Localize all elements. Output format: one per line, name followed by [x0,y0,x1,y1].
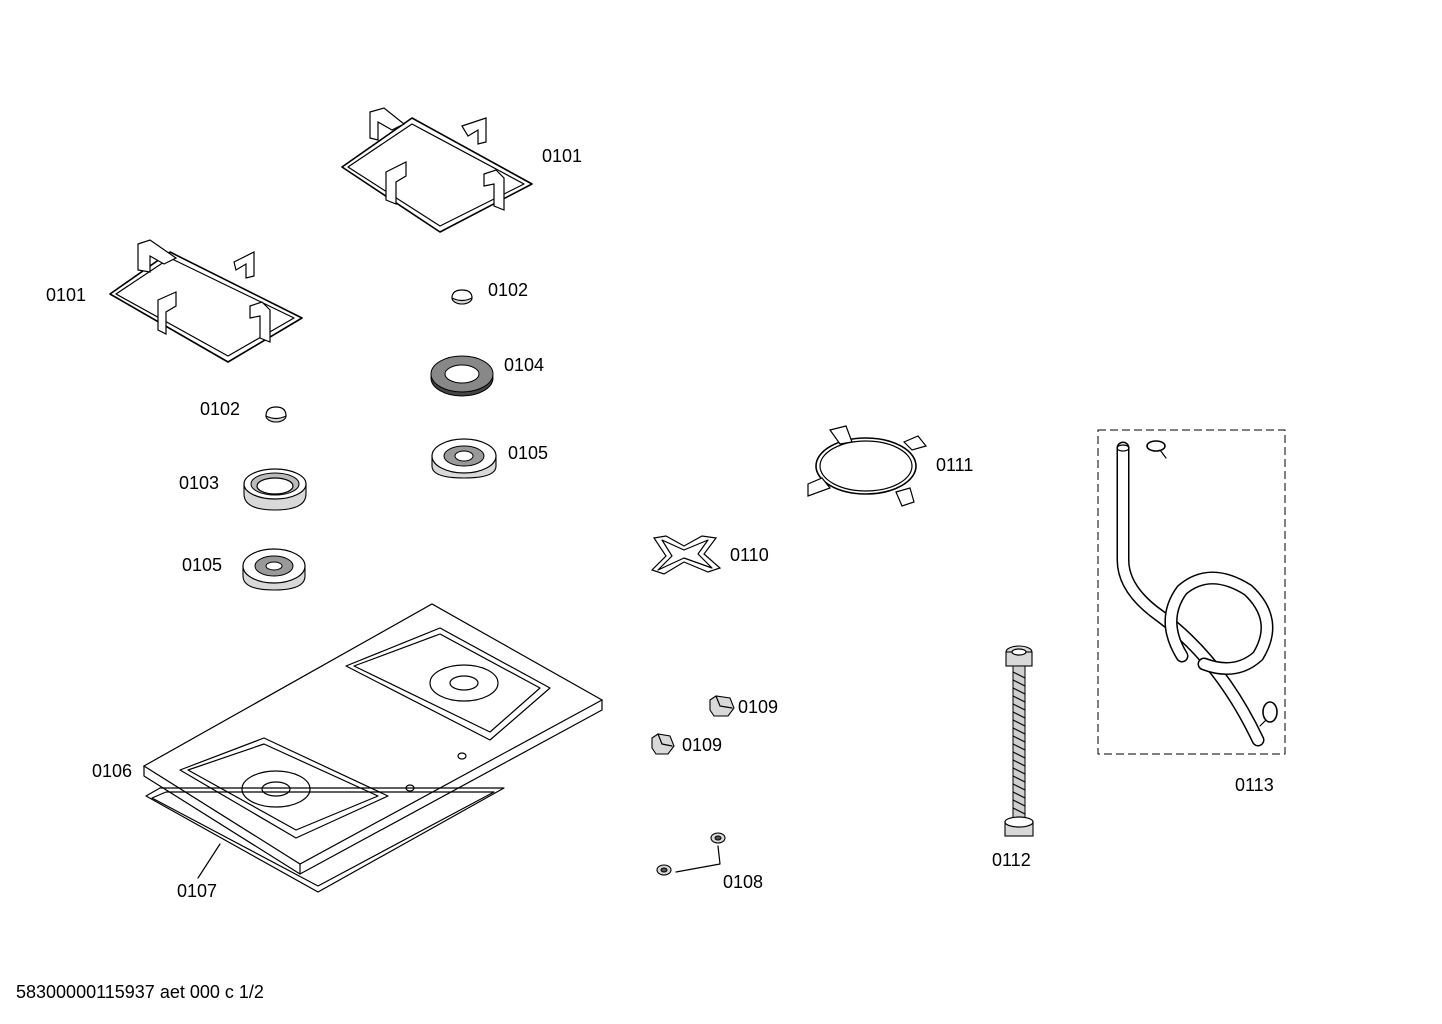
gas-hose-kit [1097,429,1286,755]
label-burner-left: 0105 [182,555,222,575]
pan-grate-left [109,239,303,363]
label-star-support: 0110 [730,545,769,565]
burner-base-right [431,438,497,479]
label-knob-lower: 0109 [682,735,722,755]
flame-ring-right [430,355,494,397]
label-cooktop: 0106 [92,761,132,781]
label-nuts: 0108 [723,872,763,892]
label-wok-ring: 0111 [936,455,973,475]
label-gas-pipe: 0112 [992,850,1031,870]
star-pan-support [650,535,722,575]
label-hose: 0113 [1235,775,1274,795]
label-ring-left: 0103 [179,473,219,493]
pan-grate-right [341,107,533,233]
gas-connection-pipe [1004,645,1034,837]
control-knob-lower [651,733,675,755]
label-ring-right: 0104 [504,355,544,375]
label-cap-right: 0102 [488,280,528,300]
cooktop-seal [145,787,505,893]
control-knob-upper [709,695,735,717]
label-grate-right: 0101 [542,146,582,166]
document-id: 58300000115937 aet 000 c 1/2 [16,982,264,1002]
burner-cap-right [451,289,473,305]
fixing-nuts [656,832,726,876]
burner-cap-left [265,406,287,423]
label-cap-left: 0102 [200,399,240,419]
label-grate-left: 0101 [46,285,86,305]
label-seal: 0107 [177,881,217,901]
burner-base-left [242,548,306,591]
cooktop-plate [142,603,604,875]
wok-ring [807,425,928,507]
label-burner-right: 0105 [508,443,548,463]
label-knob-upper: 0109 [738,697,778,717]
flame-ring-left [243,468,307,511]
